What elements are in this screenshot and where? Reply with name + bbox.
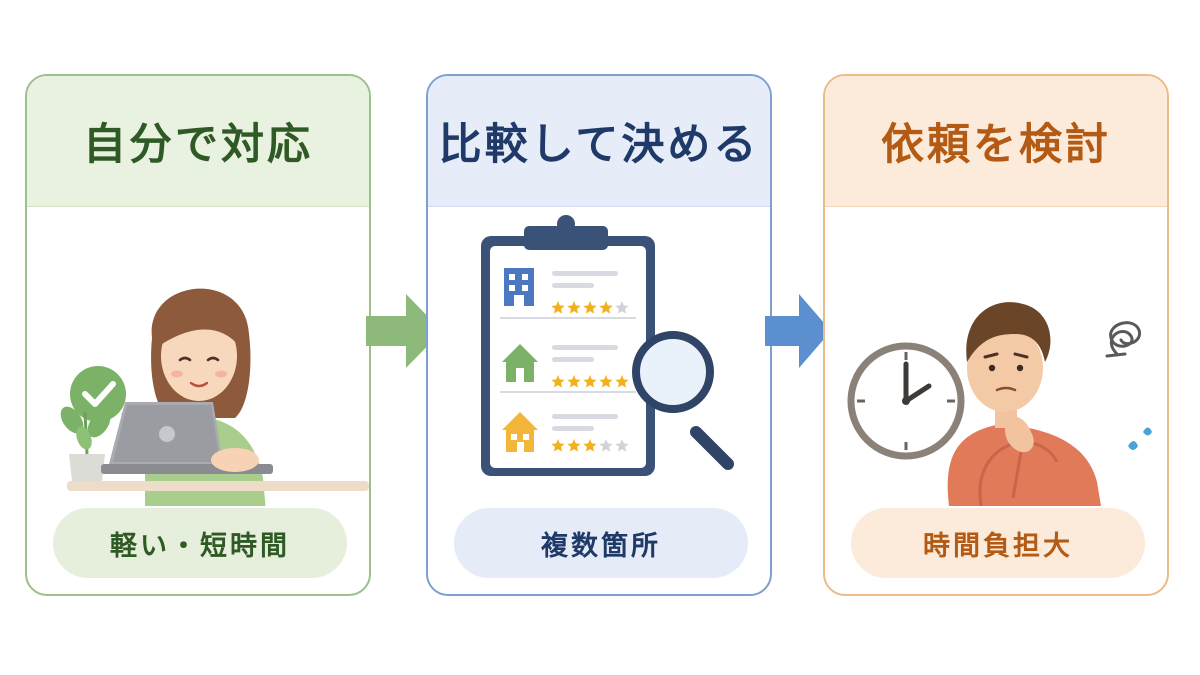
star-filled-icon xyxy=(551,439,565,452)
sweater-orange xyxy=(947,424,1101,506)
star-filled-icon xyxy=(567,439,581,452)
rating-stars-row-2 xyxy=(551,375,629,388)
step-tag-text-self: 軽い・短時間 xyxy=(110,530,290,562)
step-title-request: 依頼を検討 xyxy=(881,120,1111,170)
step-tag-self: 軽い・短時間 xyxy=(53,508,347,578)
step-title-self: 自分で対応 xyxy=(83,120,313,170)
step-tag-text-request: 時間負担大 xyxy=(923,530,1073,562)
woman-laptop-illustration xyxy=(60,288,369,506)
arrow-right-icon-2 xyxy=(765,294,831,368)
star-empty-icon xyxy=(615,439,629,452)
star-filled-icon xyxy=(583,439,597,452)
star-filled-icon xyxy=(615,375,629,388)
star-filled-icon xyxy=(551,375,565,388)
rating-stars-row-3 xyxy=(551,439,629,452)
star-filled-icon xyxy=(567,375,581,388)
house-icon-yellow xyxy=(502,412,538,452)
star-empty-icon xyxy=(599,439,613,452)
star-filled-icon xyxy=(599,301,613,314)
step-title-compare: 比較して決める xyxy=(438,120,760,170)
step-header-self: 自分で対応 xyxy=(27,76,369,207)
star-filled-icon xyxy=(551,301,565,314)
plant-icon xyxy=(60,406,111,481)
hair-man xyxy=(966,302,1051,362)
step-card-self: 自分で対応 xyxy=(25,74,371,596)
step-header-compare: 比較して決める xyxy=(428,76,770,207)
step-card-compare: 比較して決める xyxy=(426,74,772,596)
star-filled-icon xyxy=(583,301,597,314)
worry-swirl-icon xyxy=(1105,321,1142,358)
magnifier-icon xyxy=(632,331,734,470)
rating-stars-row-1 xyxy=(551,301,629,314)
house-icon-green xyxy=(502,344,538,382)
step-tag-text-compare: 複数箇所 xyxy=(541,530,661,562)
thinking-man-illustration xyxy=(847,302,1152,506)
star-empty-icon xyxy=(615,301,629,314)
clock-icon xyxy=(847,342,965,460)
sweat-drops-icon xyxy=(1128,427,1152,450)
office-building-icon xyxy=(504,268,534,306)
step-tag-compare: 複数箇所 xyxy=(454,508,748,578)
star-filled-icon xyxy=(567,301,581,314)
face-man xyxy=(967,324,1043,412)
desk xyxy=(67,481,369,491)
step-tag-request: 時間負担大 xyxy=(851,508,1145,578)
star-filled-icon xyxy=(583,375,597,388)
hand-on-chin xyxy=(1005,416,1034,453)
step-card-request: 依頼を検討 xyxy=(823,74,1169,596)
clipboard-illustration xyxy=(481,215,734,476)
hands xyxy=(211,448,259,472)
step-header-request: 依頼を検討 xyxy=(825,76,1167,207)
star-filled-icon xyxy=(599,375,613,388)
arrow-right-icon xyxy=(366,294,442,368)
